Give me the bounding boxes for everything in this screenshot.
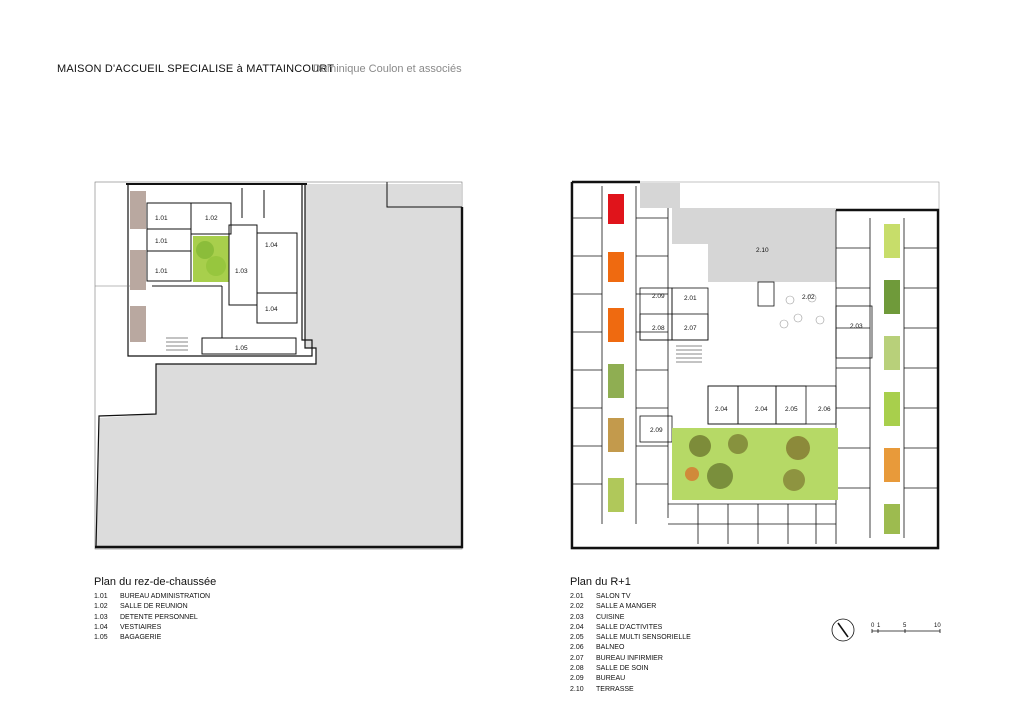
patio-orange-1 (608, 252, 624, 282)
ground-room-label: 1.05 (235, 345, 248, 352)
patio-green-1 (608, 364, 624, 398)
scale-tick: 10 (934, 623, 941, 629)
first-room-label: 2.07 (684, 325, 697, 332)
patio-right-1 (884, 224, 900, 258)
scale-tick: 1 (877, 623, 881, 629)
scale-tick: 5 (903, 623, 907, 629)
first-room-label: 2.09 (652, 293, 665, 300)
patio-right-5 (884, 448, 900, 482)
patio-right-6 (884, 504, 900, 534)
patio-right-4 (884, 392, 900, 426)
ground-room-label: 1.04 (265, 306, 278, 313)
first-plan-title: Plan du R+1 (570, 576, 631, 588)
terrace-area (640, 183, 836, 282)
ground-room-label: 1.04 (265, 242, 278, 249)
first-room-label: 2.01 (684, 295, 697, 302)
ground-floor-plan: 1.01 1.02 1.01 1.01 1.03 1.04 1.04 1.05 (94, 181, 464, 550)
ground-plan-title: Plan du rez-de-chaussée (94, 576, 217, 588)
first-room-label: 2.04 (755, 406, 768, 413)
scale-bar: 0 1 5 10 (871, 623, 941, 633)
north-arrow-icon (831, 618, 855, 642)
ground-room-label: 1.01 (155, 215, 168, 222)
patio-right-3 (884, 336, 900, 370)
first-room-label: 2.08 (652, 325, 665, 332)
scale-tick: 0 (871, 623, 875, 629)
ground-room-label: 1.02 (205, 215, 218, 222)
patio-red (608, 194, 624, 224)
first-room-label: 2.05 (785, 406, 798, 413)
ground-texture-2 (130, 250, 146, 290)
patio-orange-2 (608, 308, 624, 342)
first-floor-plan: 2.10 2.09 2.01 2.02 2.08 2.07 2.03 2.04 … (570, 180, 940, 550)
first-room-label: 2.09 (650, 427, 663, 434)
ground-room-label: 1.01 (155, 268, 168, 275)
first-room-label: 2.06 (818, 406, 831, 413)
ground-texture-3 (130, 306, 146, 342)
patio-olive-1 (608, 418, 624, 452)
author-credit: Dominique Coulon et associés (313, 63, 462, 75)
patio-green-2 (608, 478, 624, 512)
ground-room-label: 1.01 (155, 238, 168, 245)
ground-texture-1 (130, 191, 146, 229)
patio-right-2 (884, 280, 900, 314)
first-room-label: 2.02 (802, 294, 815, 301)
first-room-label: 2.04 (715, 406, 728, 413)
first-room-label: 2.03 (850, 323, 863, 330)
ground-gray-area (96, 184, 461, 548)
page-title: MAISON D'ACCUEIL SPECIALISE à MATTAINCOU… (57, 63, 335, 75)
first-room-label: 2.10 (756, 247, 769, 254)
ground-room-label: 1.03 (235, 268, 248, 275)
